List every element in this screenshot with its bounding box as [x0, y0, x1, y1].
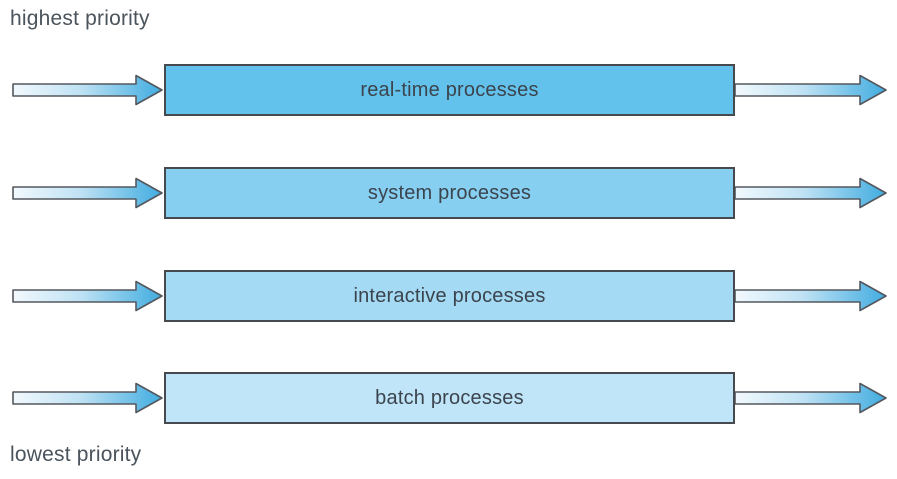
queue-box: real-time processes [164, 64, 735, 116]
queue-box: system processes [164, 167, 735, 219]
outbound-arrow-icon [735, 382, 887, 414]
lowest-priority-label: lowest priority [10, 443, 142, 466]
queue-label: real-time processes [360, 78, 539, 101]
queue-box: interactive processes [164, 270, 735, 322]
inbound-arrow-icon [12, 280, 163, 312]
inbound-arrow-icon [12, 382, 163, 414]
queue-label: system processes [367, 181, 532, 204]
inbound-arrow-icon [12, 74, 163, 106]
outbound-arrow-icon [735, 177, 887, 209]
queue-row: system processes [12, 167, 888, 219]
queue-box: batch processes [164, 372, 735, 424]
queue-row: real-time processes [12, 64, 888, 116]
queue-row: interactive processes [12, 270, 888, 322]
queue-label: batch processes [375, 386, 524, 409]
inbound-arrow-icon [12, 177, 163, 209]
queue-row: batch processes [12, 372, 888, 424]
outbound-arrow-icon [735, 280, 887, 312]
queue-label: interactive processes [353, 284, 546, 307]
outbound-arrow-icon [735, 74, 887, 106]
highest-priority-label: highest priority [10, 7, 150, 30]
